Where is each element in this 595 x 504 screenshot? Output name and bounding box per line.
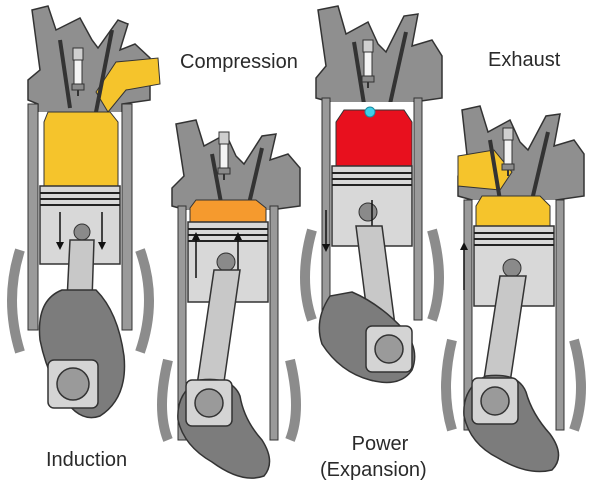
induction-engine: [12, 6, 160, 418]
combustion-chamber: [336, 110, 412, 166]
compression-engine: [162, 120, 300, 478]
cylinder-head: [316, 6, 442, 114]
power-expansion-label: (Expansion): [320, 458, 427, 482]
exhaust-engine: [446, 106, 584, 472]
combustion-chamber: [190, 200, 266, 222]
spark-icon: [365, 107, 375, 117]
compression-label: Compression: [180, 50, 298, 74]
power-engine: [305, 6, 442, 382]
combustion-chamber: [44, 112, 118, 186]
power-label: Power: [340, 432, 420, 456]
induction-label: Induction: [46, 448, 127, 472]
combustion-chamber: [476, 196, 550, 226]
exhaust-label: Exhaust: [488, 48, 560, 72]
